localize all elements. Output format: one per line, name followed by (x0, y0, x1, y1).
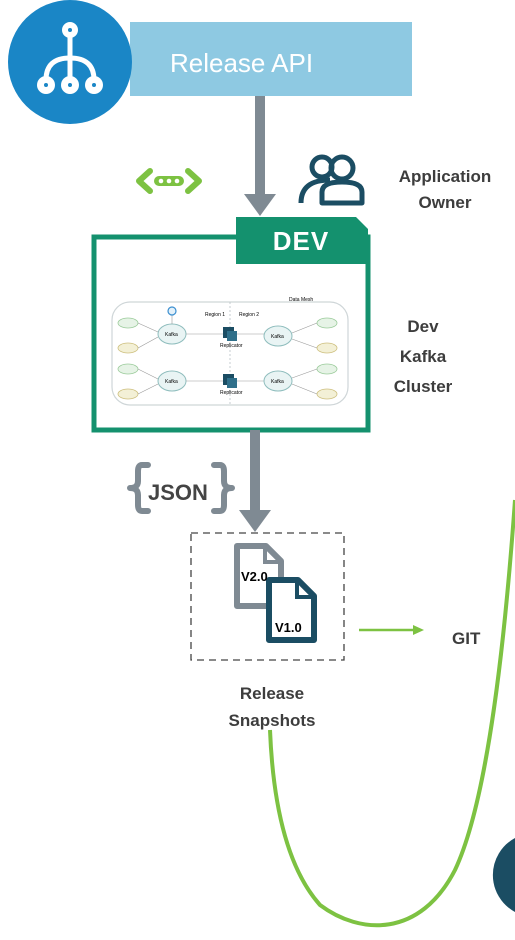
application-owner-line1: Application (398, 167, 492, 186)
document-icon (266, 577, 317, 643)
thumbnail-title: Data Mesh (289, 297, 313, 303)
dev-tab-label: DEV (272, 226, 330, 256)
doc-version-front: V1.0 (275, 620, 302, 635)
connection-icon (136, 168, 202, 194)
flow-loop-curve (268, 499, 515, 928)
arrow-api-to-dev (244, 96, 276, 216)
hierarchy-icon (8, 0, 132, 124)
thumbnail-region-right: Region 2 (239, 312, 259, 318)
application-owner-label: Application Owner (380, 164, 510, 216)
thumbnail-region-left: Region 1 (205, 312, 225, 318)
thumbnail-replicator-label: Replicator (220, 343, 243, 349)
json-braces-icon (127, 462, 235, 514)
snapshots-line2: Snapshots (228, 711, 316, 730)
snapshots-line1: Release (239, 684, 305, 703)
next-stage-circle-partial (492, 838, 515, 912)
dev-kafka-cluster-label: Dev Kafka Cluster (380, 312, 466, 402)
release-api-banner (130, 22, 412, 96)
kafka-cluster-thumbnail: Data Mesh Region 1 Region 2 Kafka Kafka … (111, 297, 349, 406)
arrow-dev-to-snapshots (239, 430, 271, 532)
cluster-line1: Dev (407, 317, 439, 336)
snapshots-box (190, 532, 345, 661)
thumbnail-broker-label: Kafka (165, 332, 178, 338)
release-api-title: Release API (170, 48, 314, 78)
thumbnail-broker-label: Kafka (271, 379, 284, 385)
cluster-line3: Cluster (393, 377, 453, 396)
doc-version-back: V2.0 (241, 569, 268, 584)
release-snapshots-label: Release Snapshots (210, 680, 334, 734)
cluster-line2: Kafka (399, 347, 447, 366)
json-label: JSON (148, 480, 208, 505)
thumbnail-replicator-label: Replicator (220, 390, 243, 396)
arrow-to-git (359, 625, 424, 635)
git-label: GIT (452, 629, 481, 648)
application-owner-line2: Owner (418, 193, 472, 212)
users-icon (298, 154, 365, 206)
thumbnail-broker-label: Kafka (271, 334, 284, 340)
thumbnail-broker-label: Kafka (165, 379, 178, 385)
